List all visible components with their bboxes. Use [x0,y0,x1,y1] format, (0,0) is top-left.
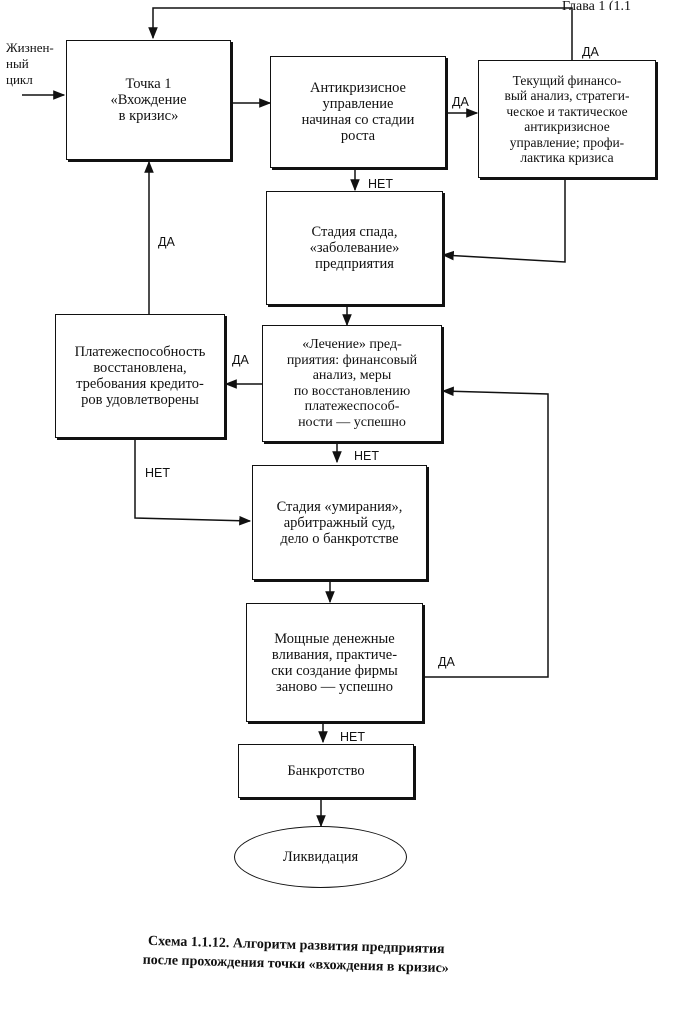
arrow-injection-to-treatment [423,386,549,678]
node-liquidation: Ликвидация [234,826,407,888]
arrow-analysis-to-entry [148,7,573,62]
node-treatment-text: «Лечение» пред- приятия: финансовый анал… [286,337,418,430]
node-bankruptcy-text: Банкротство [287,763,365,779]
node-financial-analysis: Текущий финансо- вый анализ, стратеги- ч… [478,60,656,178]
node-dying-stage: Стадия «умирания», арбитражный суд, дело… [252,465,427,580]
node-cash-injection-text: Мощные денежные вливания, практиче- ски … [271,630,398,695]
label-no-treatment-dying: НЕТ [354,449,379,463]
node-solvency-restored-text: Платежеспособность восстановлена, требов… [74,344,206,408]
node-entry-point: Точка 1 «Вхождение в кризис» [66,40,231,160]
arrow-solvency-to-dying [134,438,252,526]
label-no-injection-bankruptcy: НЕТ [340,730,365,744]
life-cycle-label: Жизнен- ный цикл [6,40,54,87]
node-decline-stage-text: Стадия спада, «заболевание» предприятия [309,224,400,272]
node-financial-analysis-text: Текущий финансо- вый анализ, стратеги- ч… [504,72,630,166]
label-yes-analysis-loop: ДА [582,45,599,59]
node-bankruptcy: Банкротство [238,744,414,798]
label-yes-solvency-entry: ДА [158,235,175,249]
node-cash-injection: Мощные денежные вливания, практиче- ски … [246,603,423,722]
node-dying-stage-text: Стадия «умирания», арбитражный суд, дело… [276,498,403,547]
node-treatment: «Лечение» пред- приятия: финансовый анал… [262,325,442,442]
node-liquidation-text: Ликвидация [282,848,359,865]
label-yes-anticrisis-analysis: ДА [452,95,469,109]
node-entry-point-text: Точка 1 «Вхождение в кризис» [110,76,187,124]
page-header: Глава 1 (1.1 [562,0,632,10]
label-no-anticrisis-decline: НЕТ [368,177,393,191]
node-anticrisis-management: Антикризисное управление начиная со стад… [270,56,446,168]
label-yes-injection-treatment: ДА [438,655,455,669]
label-no-solvency-dying: НЕТ [145,466,170,480]
node-decline-stage: Стадия спада, «заболевание» предприятия [266,191,443,305]
arrow-analysis-to-decline [441,178,566,263]
label-yes-treatment-solvency: ДА [232,353,249,367]
node-anticrisis-management-text: Антикризисное управление начиная со стад… [301,80,415,144]
node-solvency-restored: Платежеспособность восстановлена, требов… [55,314,225,438]
